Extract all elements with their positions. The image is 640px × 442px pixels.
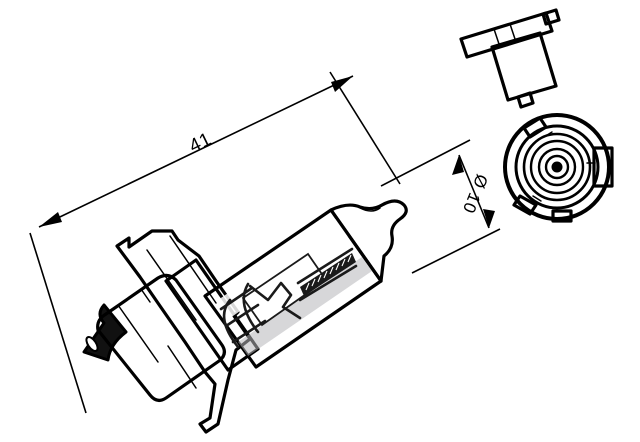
support-wire-3 xyxy=(231,319,267,344)
filament-coil-turns xyxy=(305,254,352,291)
side-view-flange-bar xyxy=(459,11,554,59)
end-view-radial-mark-1 xyxy=(543,131,553,138)
view-base-side xyxy=(459,8,561,109)
tip-nub-line xyxy=(359,207,381,212)
dimension-diameter: Ø 10 xyxy=(380,139,501,274)
side-view-locating-nub xyxy=(516,91,535,109)
extension-line-diam-bottom xyxy=(411,228,501,274)
side-view-bar-end-tab xyxy=(541,8,561,26)
end-view-radial-mark-2 xyxy=(532,195,542,202)
end-view-notch-tab-1 xyxy=(522,116,548,139)
extension-line-left xyxy=(29,232,87,414)
lead-wire-zigzag xyxy=(248,281,302,320)
bulb-glass-envelope xyxy=(203,208,383,369)
end-view-ring-2 xyxy=(514,124,600,210)
end-view-ring-4 xyxy=(529,139,585,195)
dimension-line-diameter xyxy=(458,154,490,229)
glass-shadow-band xyxy=(238,257,372,356)
extension-line-right xyxy=(329,71,401,185)
arrowhead-left xyxy=(39,212,62,227)
base-panel-line-2 xyxy=(140,288,151,303)
view-base-end xyxy=(503,113,614,223)
bulb-pinch-tip xyxy=(329,199,408,283)
filament-lead-upper xyxy=(296,247,354,285)
flange-line-4 xyxy=(167,345,197,389)
dimension-label-length: 41 xyxy=(186,129,215,158)
extension-line-diam-top xyxy=(380,139,471,187)
flange-line-3 xyxy=(176,329,207,373)
filament-coil-body xyxy=(300,253,356,296)
arrowhead-diam-top xyxy=(452,155,464,175)
bulb-rear-cap-hole xyxy=(85,336,99,352)
end-view-center-hub xyxy=(551,161,563,173)
end-view-ring-5 xyxy=(537,147,577,187)
arrowhead-diam-bottom xyxy=(483,209,495,228)
arrowhead-right xyxy=(331,76,353,92)
end-view-ring-6 xyxy=(544,154,570,180)
end-view-notch-tab-3 xyxy=(551,209,573,223)
flange-line-1 xyxy=(146,249,197,321)
end-view-ring-3 xyxy=(522,132,592,202)
base-panel-line-1 xyxy=(117,304,159,363)
filament-lead-lower xyxy=(298,264,358,302)
support-wire-loop-right xyxy=(242,282,260,334)
support-wire-loop-left xyxy=(222,298,240,349)
side-view-base-body xyxy=(490,31,558,102)
end-view-notch-tab-2 xyxy=(512,194,538,216)
bulb-metal-base-body xyxy=(96,273,226,402)
support-wire-2 xyxy=(224,303,260,328)
end-view-notch-tab-4 xyxy=(592,146,614,188)
view-bulb-main xyxy=(82,199,408,434)
dimension-line-length xyxy=(38,75,354,228)
